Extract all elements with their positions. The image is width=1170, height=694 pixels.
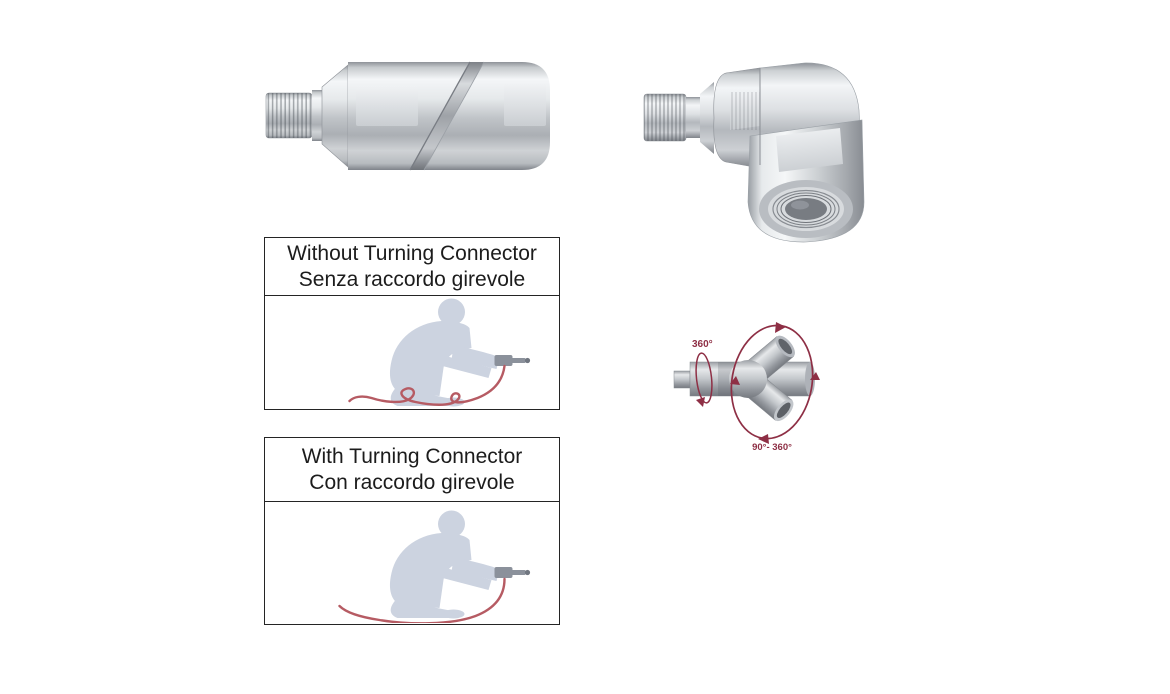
box-header-without: Without Turning Connector Senza raccordo… <box>265 238 559 296</box>
box-title-it: Con raccordo girevole <box>309 470 515 494</box>
rotation-diagram: 360° 90°- 360° <box>673 322 820 453</box>
comparison-box-without: Without Turning Connector Senza raccordo… <box>264 237 560 410</box>
elbow-connector-image <box>643 62 865 243</box>
box-title-en: Without Turning Connector <box>287 241 537 265</box>
straight-connector-image <box>265 61 550 171</box>
straight-connector-male-thread <box>265 92 313 139</box>
elbow-connector-male-thread <box>643 93 687 142</box>
comparison-box-with: With Turning Connector Con raccordo gire… <box>264 437 560 625</box>
air-hose-tangled <box>348 364 506 406</box>
elbow-connector-female-opening <box>759 180 853 238</box>
hex-flat-left <box>356 86 418 126</box>
air-tool-icon <box>494 355 531 366</box>
worker-illustration-smooth-hose <box>338 510 531 623</box>
box-header-with: With Turning Connector Con raccordo gire… <box>265 438 559 502</box>
worker-illustration-tangled-hose <box>348 298 531 407</box>
air-hose-smooth <box>338 577 506 623</box>
swivel-connector-sketch <box>673 335 815 422</box>
hex-flat-right <box>504 84 546 126</box>
rotation-360-label: 360° <box>692 339 713 350</box>
rotation-arrow-90-360 <box>730 322 820 444</box>
box-title-it: Senza raccordo girevole <box>298 267 526 291</box>
air-tool-icon <box>494 567 531 578</box>
straight-connector-neck <box>312 90 322 141</box>
hex-flat-elbow <box>776 128 843 172</box>
box-title-en: With Turning Connector <box>301 444 523 468</box>
elbow-connector-cone <box>700 82 714 154</box>
elbow-connector-swivel-nut <box>713 67 761 169</box>
rotation-arrow-360 <box>695 352 713 407</box>
straight-connector-body <box>348 61 550 171</box>
elbow-connector-neck <box>686 97 700 138</box>
person-silhouette <box>389 510 500 619</box>
straight-connector-collar <box>321 64 349 168</box>
rotation-90-360-label: 90°- 360° <box>752 442 792 453</box>
person-silhouette <box>389 298 500 407</box>
